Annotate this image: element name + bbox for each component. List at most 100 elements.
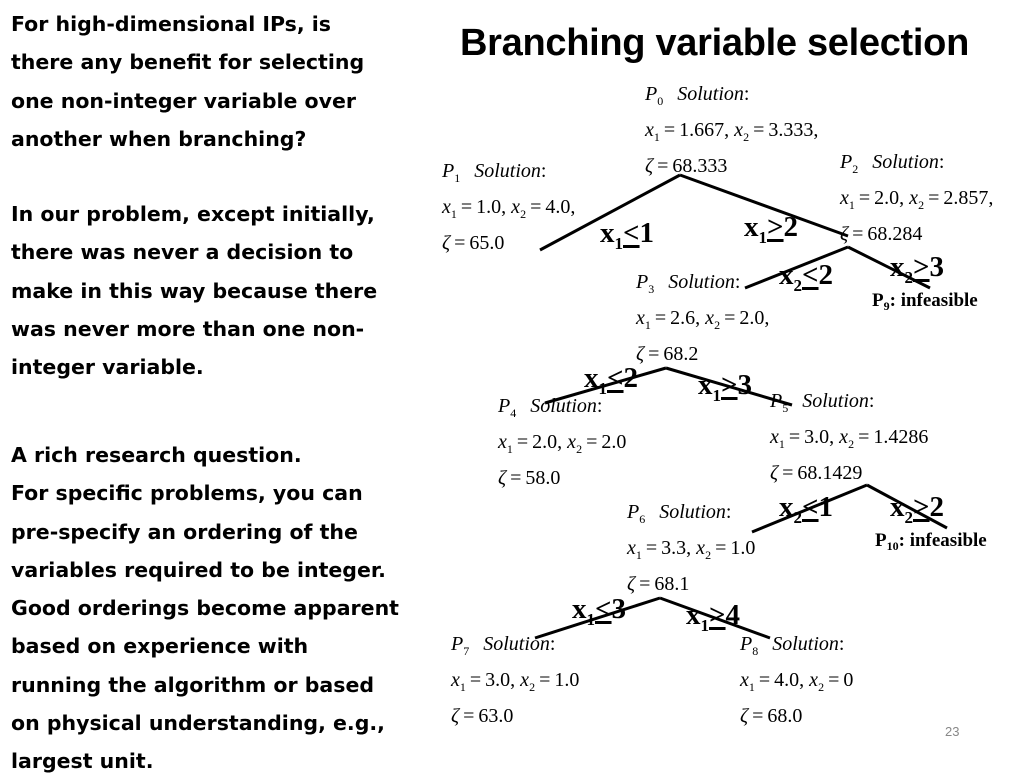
solution-label: Solution xyxy=(668,271,735,293)
text-line: on physical understanding, e.g., xyxy=(11,711,385,736)
node-index: 9 xyxy=(883,299,890,313)
x1-value: 3.0 xyxy=(485,669,511,691)
branch-operator: < xyxy=(607,362,624,394)
trailing-comma: , xyxy=(764,307,770,329)
var-x1-index: 1 xyxy=(450,207,457,221)
var-x2-index: 2 xyxy=(918,198,925,212)
var-x1-index: 1 xyxy=(848,198,855,212)
comma: , xyxy=(501,196,512,218)
var-x1-index: 1 xyxy=(653,130,660,144)
node-x-values: x1=2.0, x2=2.857, xyxy=(840,180,993,216)
equals: = xyxy=(654,307,667,329)
comma: , xyxy=(799,669,810,691)
comma: , xyxy=(686,537,697,559)
branch-var: x xyxy=(572,593,587,625)
node-x-values: x1=3.0, x2=1.4286 xyxy=(770,419,928,455)
var-x2: x xyxy=(909,187,919,209)
zeta-value: 68.284 xyxy=(867,223,923,245)
zeta-symbol: ζ xyxy=(627,573,636,595)
var-x2-index: 2 xyxy=(848,437,855,451)
var-x1: x xyxy=(740,669,749,691)
equals: = xyxy=(469,669,482,691)
var-x2: x xyxy=(734,119,744,141)
colon: : xyxy=(898,530,910,551)
node-index: 7 xyxy=(463,644,470,658)
var-x1: x xyxy=(636,307,645,329)
solution-label: Solution xyxy=(659,501,726,523)
branch-value: 4 xyxy=(725,599,741,631)
solution-label: Solution xyxy=(872,151,939,173)
node-index: 8 xyxy=(752,644,759,658)
node-index: 5 xyxy=(782,401,789,415)
equals: = xyxy=(782,462,794,484)
edge-p3-p5 xyxy=(665,366,793,407)
x2-value: 0 xyxy=(843,669,854,691)
edge-p6-p7 xyxy=(534,596,661,640)
node-name: P xyxy=(872,290,884,311)
equals: = xyxy=(858,187,871,209)
colon: : xyxy=(725,501,732,523)
branch-var: x xyxy=(686,599,701,631)
colon: : xyxy=(734,271,741,293)
branch-operator: > xyxy=(913,491,930,523)
equals: = xyxy=(639,573,651,595)
slide-title: Branching variable selection xyxy=(460,22,969,64)
var-x1-index: 1 xyxy=(748,680,755,694)
infeasible-label: infeasible xyxy=(909,530,987,551)
node-name: P xyxy=(636,271,649,293)
equals: = xyxy=(788,426,801,448)
var-x1-index: 1 xyxy=(644,318,651,332)
equals: = xyxy=(510,467,522,489)
equals: = xyxy=(657,155,669,177)
var-x2-index: 2 xyxy=(529,680,536,694)
branch-var-index: 2 xyxy=(904,508,914,527)
text-line: pre-specify an ordering of the xyxy=(11,519,358,544)
branch-label-p5: x1>3 xyxy=(698,370,752,405)
branch-var: x xyxy=(890,491,905,523)
branch-value: 2 xyxy=(818,259,834,291)
node-p9-infeasible: P9: infeasible xyxy=(872,290,978,313)
node-x-values: x1=2.0, x2=2.0 xyxy=(498,424,626,460)
equals: = xyxy=(645,537,658,559)
solution-label: Solution xyxy=(802,390,869,412)
node-objective: ζ=68.1 xyxy=(627,566,755,602)
solution-label: Solution xyxy=(772,633,839,655)
branch-var: x xyxy=(779,491,794,523)
branch-var-index: 1 xyxy=(614,234,624,253)
node-objective: ζ=58.0 xyxy=(498,460,626,496)
x2-value: 4.0 xyxy=(545,196,571,218)
node-x-values: x1=2.6, x2=2.0, xyxy=(636,300,769,336)
trailing-comma: , xyxy=(813,119,819,141)
branch-label-p3: x2<2 xyxy=(779,259,834,295)
x2-value: 1.0 xyxy=(554,669,580,691)
x1-value: 1.0 xyxy=(476,196,502,218)
edge-p2-p3 xyxy=(744,245,849,290)
branch-value: 3 xyxy=(929,251,945,283)
node-index: 10 xyxy=(886,539,899,553)
text-line: running the algorithm or based xyxy=(11,672,375,697)
text-line: Good orderings become apparent xyxy=(11,596,399,621)
left-paragraph-1: For high-dimensional IPs, is there any b… xyxy=(11,5,364,158)
node-name: P xyxy=(442,160,455,182)
x1-value: 3.3 xyxy=(661,537,687,559)
page-number: 23 xyxy=(945,724,960,739)
node-name: P xyxy=(645,83,658,105)
comma: , xyxy=(899,187,910,209)
colon: : xyxy=(743,83,750,105)
branch-operator: > xyxy=(709,599,726,631)
colon: : xyxy=(540,160,547,182)
node-x-values: x1=3.3, x2=1.0 xyxy=(627,530,755,566)
equals: = xyxy=(648,343,660,365)
trailing-comma: , xyxy=(570,196,576,218)
x1-value: 4.0 xyxy=(774,669,800,691)
